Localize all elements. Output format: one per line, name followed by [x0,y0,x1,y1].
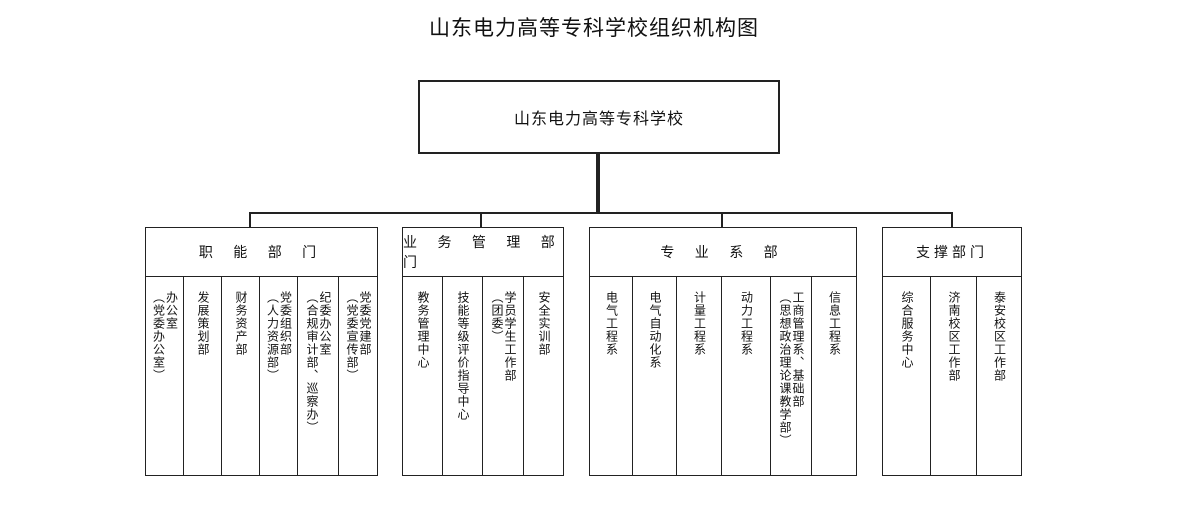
unit-label: 泰安校区工作部 [992,291,1007,382]
unit-label: 党委党建部 （党委宣传部） [345,291,372,382]
unit-label: 安全实训部 [537,291,551,356]
unit-cell: 电气工程系 [589,276,633,476]
unit-cell: 动力工程系 [721,276,771,476]
unit-cell: 工商管理系、基础部 （思想政治理论课教学部） [770,276,812,476]
unit-cell: 电气自动化系 [632,276,677,476]
unit-cell: 办公室 （党委办公室） [145,276,184,476]
unit-label: 财务资产部 [234,291,248,356]
unit-label: 党委组织部 （人力资源部） [265,291,293,382]
unit-label: 综合服务中心 [900,291,914,369]
unit-cell: 财务资产部 [221,276,260,476]
unit-label: 教务管理中心 [416,291,430,369]
unit-cell: 党委党建部 （党委宣传部） [338,276,378,476]
unit-cell: 党委组织部 （人力资源部） [259,276,298,476]
unit-cell: 纪委办公室 （合规审计部、巡察办） [297,276,339,476]
unit-label: 信息工程系 [827,291,842,356]
root-trunk-line [596,154,600,214]
unit-cell: 信息工程系 [811,276,857,476]
branch-drop-3 [721,212,723,228]
unit-label: 办公室 （党委办公室） [151,291,179,382]
unit-label: 技能等级评价指导中心 [456,291,470,421]
group-header-academic: 专 业 系 部 [589,227,857,277]
group-header-support: 支撑部门 [882,227,1022,277]
unit-cell: 济南校区工作部 [930,276,977,476]
unit-cell: 计量工程系 [676,276,722,476]
branch-drop-1 [249,212,251,228]
unit-cell: 教务管理中心 [402,276,443,476]
unit-label: 计量工程系 [692,291,707,356]
unit-label: 动力工程系 [739,291,754,356]
group-header-business: 业 务 管 理 部 门 [402,227,564,277]
unit-label: 工商管理系、基础部 （思想政治理论课教学部） [778,291,805,447]
unit-label: 纪委办公室 （合规审计部、巡察办） [305,291,332,434]
unit-cell: 综合服务中心 [882,276,931,476]
unit-label: 发展策划部 [196,291,210,356]
unit-cell: 泰安校区工作部 [976,276,1022,476]
branch-drop-4 [951,212,953,228]
unit-label: 学员学生工作部 （团委） [490,291,517,382]
unit-label: 济南校区工作部 [947,291,961,382]
group-header-functional: 职 能 部 门 [145,227,378,277]
root-node: 山东电力高等专科学校 [418,80,780,154]
chart-title: 山东电力高等专科学校组织机构图 [429,16,759,40]
unit-label: 电气工程系 [604,291,619,356]
unit-cell: 发展策划部 [183,276,222,476]
unit-cell: 技能等级评价指导中心 [442,276,483,476]
unit-cell: 学员学生工作部 （团委） [482,276,524,476]
root-label: 山东电力高等专科学校 [513,109,684,128]
unit-cell: 安全实训部 [523,276,564,476]
branch-bus-line [249,212,953,214]
branch-drop-2 [480,212,482,228]
unit-label: 电气自动化系 [648,291,662,369]
